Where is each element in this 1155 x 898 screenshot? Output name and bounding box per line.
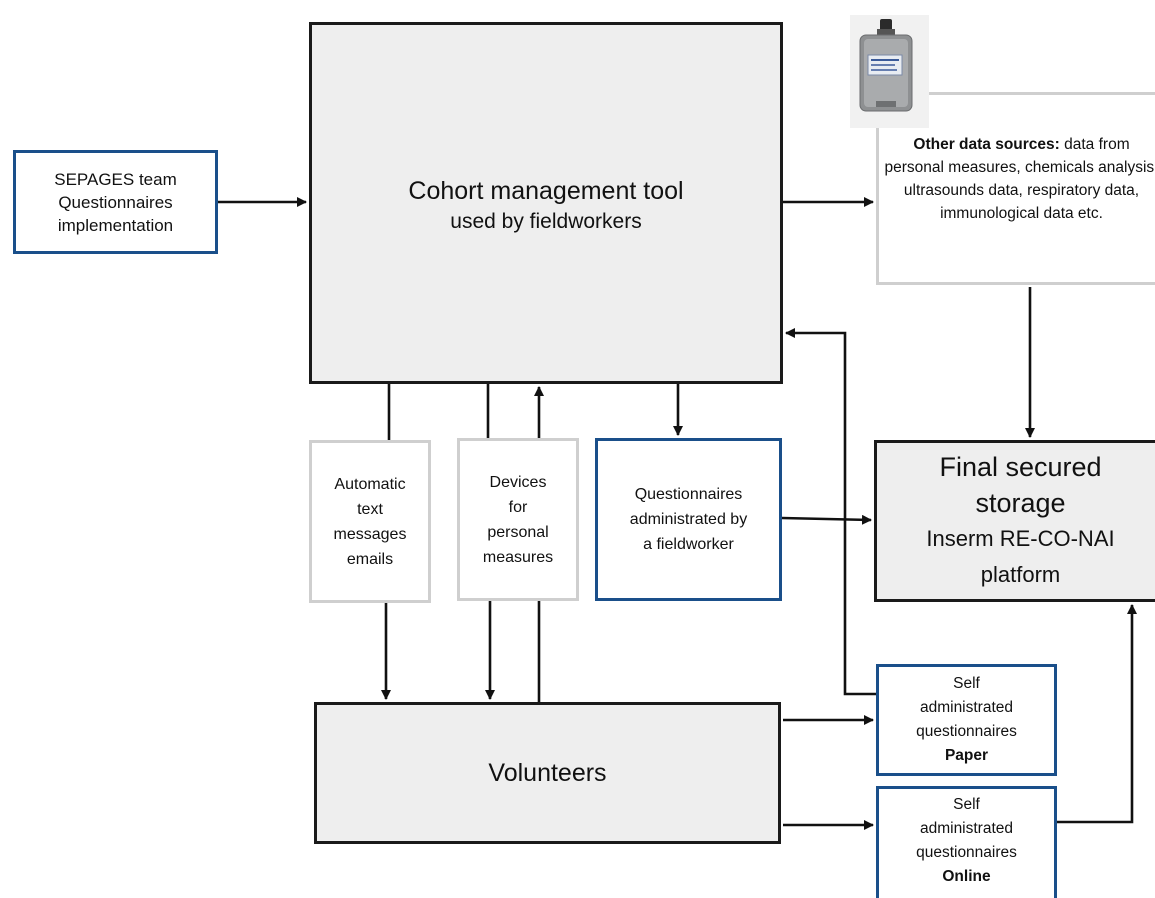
arrow-selfonline-to-final — [1057, 604, 1137, 824]
selfonline-mode: Online — [942, 868, 991, 885]
devices-line-2: for — [508, 498, 528, 516]
selfpaper-line-2: administrated — [919, 699, 1014, 716]
selfpaper-line-3: questionnaires — [916, 723, 1017, 740]
other-data-sources-text: Other data sources: data from personal m… — [879, 133, 1155, 225]
devices-line-1: Devices — [489, 473, 547, 491]
volunteers-label: Volunteers — [488, 758, 607, 787]
self-questionnaires-online-box: Self administrated questionnaires Online — [876, 786, 1057, 898]
personal-measurement-device-icon — [850, 15, 929, 128]
final-line-4: platform — [980, 562, 1061, 587]
final-line-1: Final secured — [939, 452, 1102, 482]
final-secured-storage-box: Final secured storage Inserm RE-CO-NAI p… — [874, 440, 1155, 602]
sepages-team-box: SEPAGES team Questionnaires implementati… — [13, 150, 218, 254]
questionnaires-fieldworker-box: Questionnaires administrated by a fieldw… — [595, 438, 782, 601]
automatic-line-1: Automatic — [334, 475, 406, 493]
devices-line-3: personal — [487, 523, 549, 541]
selfpaper-mode: Paper — [944, 747, 989, 764]
sepages-line-3: implementation — [57, 215, 174, 235]
cohort-management-tool-box: Cohort management tool used by fieldwork… — [309, 22, 783, 384]
selfonline-line-3: questionnaires — [916, 844, 1017, 861]
other-data-sources-box: Other data sources: data from personal m… — [876, 92, 1155, 285]
selfpaper-line-1: Self — [953, 675, 980, 692]
selfonline-line-2: administrated — [919, 820, 1014, 837]
arrow-selfpaper-to-cohort — [785, 328, 876, 696]
qfield-line-1: Questionnaires — [634, 486, 743, 503]
devices-personal-measures-box: Devices for personal measures — [457, 438, 579, 601]
final-line-3: Inserm RE-CO-NAI — [926, 526, 1115, 551]
sepages-line-2: Questionnaires — [58, 192, 173, 212]
automatic-messages-box: Automatic text messages emails — [309, 440, 431, 603]
cohort-title: Cohort management tool — [408, 177, 684, 205]
cohort-subtitle: used by fieldworkers — [450, 210, 642, 233]
automatic-line-4: emails — [346, 550, 394, 568]
qfield-line-2: administrated by — [629, 511, 748, 528]
other-data-sources-heading: Other data sources: — [913, 136, 1060, 153]
final-line-2: storage — [975, 488, 1066, 518]
volunteers-box: Volunteers — [314, 702, 781, 844]
automatic-line-2: text — [357, 500, 383, 518]
sepages-line-1: SEPAGES team — [54, 169, 177, 189]
qfield-line-3: a fieldworker — [643, 536, 734, 553]
devices-line-4: measures — [482, 548, 554, 566]
selfonline-line-1: Self — [953, 796, 980, 813]
automatic-line-3: messages — [333, 525, 407, 543]
self-questionnaires-paper-box: Self administrated questionnaires Paper — [876, 664, 1057, 776]
other-data-sources-description: data from personal measures, chemicals a… — [884, 136, 1155, 222]
arrow-qfield-to-final — [781, 514, 872, 525]
